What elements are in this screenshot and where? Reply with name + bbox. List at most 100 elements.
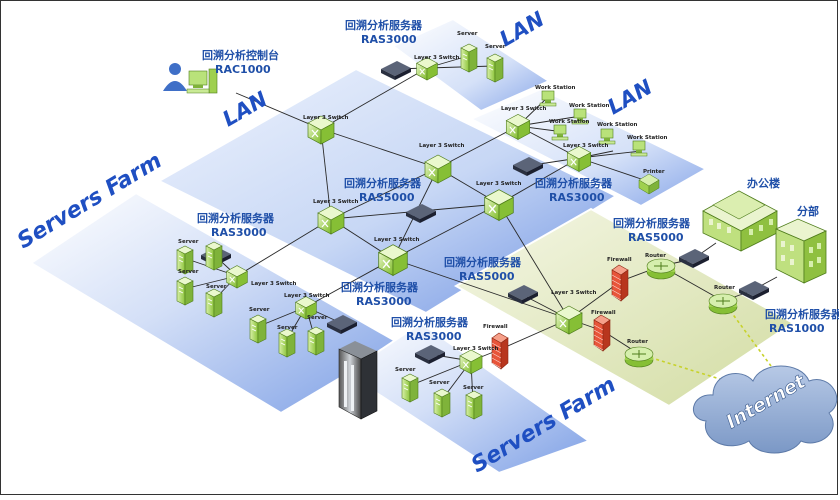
- device-label: Work Station: [549, 119, 590, 125]
- firewalls: [491, 264, 629, 370]
- routers: [624, 258, 738, 368]
- device-label: Layer 3 Switch: [414, 55, 460, 61]
- device-label: Layer 3 Switch: [284, 293, 330, 299]
- device-label: Server: [457, 31, 478, 37]
- ras-appliance-edge: [508, 285, 538, 304]
- device-label: Firewall: [483, 324, 508, 330]
- device-label: Server: [485, 44, 506, 50]
- server-icon: [486, 53, 504, 83]
- server-icon: [307, 326, 325, 356]
- device-label: Layer 3 Switch: [551, 290, 597, 296]
- device-label: Layer 3 Switch: [303, 115, 349, 121]
- device-labels: Layer 3 Switch Server Server Layer 3 Swi…: [178, 31, 735, 391]
- ras-appliance-office: [679, 249, 709, 268]
- device-label: Layer 3 Switch: [563, 143, 609, 149]
- ras-top-model-label: RAS3000: [361, 33, 417, 46]
- branch-building-icon: [775, 218, 827, 284]
- device-label: Server: [206, 284, 227, 290]
- device-label: Layer 3 Switch: [501, 106, 547, 112]
- router-icon: [708, 293, 738, 315]
- ras-appliance-top: [381, 61, 411, 80]
- layer3-switch-icon: [295, 296, 317, 320]
- server-icon: [460, 43, 478, 73]
- workstation-5: [630, 140, 648, 157]
- firewall-icon: [593, 314, 611, 352]
- server-icon: [278, 328, 296, 358]
- device-label: Server: [178, 269, 199, 275]
- layer3-switch-icon: [226, 265, 248, 289]
- ras-bottom-model-label: RAS3000: [406, 330, 462, 343]
- server-icon: [205, 241, 223, 271]
- device-label: Layer 3 Switch: [476, 181, 522, 187]
- ras-edge-model-label: RAS5000: [628, 231, 684, 244]
- device-label: Router: [714, 285, 735, 291]
- layer3-switch-icon: [377, 244, 409, 277]
- ras-appliances: [201, 61, 769, 364]
- router-icon: [624, 346, 654, 368]
- server-labels: 回溯分析控制台 RAC1000 回溯分析服务器 RAS3000 回溯分析服务器 …: [197, 18, 840, 343]
- server-icon: [401, 373, 419, 403]
- firewall-icon: [491, 332, 509, 370]
- device-label: Layer 3 Switch: [251, 281, 297, 287]
- device-label: Server: [395, 367, 416, 373]
- layer3-switch-icon: [416, 57, 438, 81]
- device-label: Layer 3 Switch: [374, 237, 420, 243]
- ras-center-model-label: RAS5000: [359, 191, 415, 204]
- device-label: Work Station: [597, 122, 638, 128]
- ras-appliance-center: [406, 204, 436, 223]
- rac-console: [163, 63, 218, 94]
- layer3-switch-icon: [424, 154, 452, 184]
- zone-dmz: [453, 207, 795, 408]
- device-label: Work Station: [535, 85, 576, 91]
- internet-cloud-icon: Internet: [692, 365, 838, 454]
- ras-left-model-label: RAS3000: [211, 226, 267, 239]
- device-label: Work Station: [627, 135, 668, 141]
- rac-name-label: 回溯分析控制台: [202, 48, 279, 62]
- layer3-switch-icon: [307, 115, 335, 145]
- device-label: Server: [307, 315, 328, 321]
- device-label: Server: [277, 325, 298, 331]
- layer3-switch-icon: [317, 205, 345, 235]
- ras-branch-model-label: RAS1000: [769, 322, 825, 335]
- ras-left-name-label: 回溯分析服务器: [197, 211, 275, 225]
- ras-right-model-label: RAS3000: [549, 191, 605, 204]
- console-computer-icon: [186, 68, 218, 94]
- layer3-switch-icon: [566, 145, 592, 173]
- layer3-switch-icon: [555, 305, 583, 335]
- layer3-switch-icon: [459, 349, 483, 375]
- workstation-1: [539, 90, 557, 107]
- server-icon: [433, 388, 451, 418]
- office-building-icon: [702, 190, 778, 252]
- servers: [176, 43, 504, 420]
- ras-appliance-branch: [739, 281, 769, 300]
- ras-appliance-lowmid: [327, 315, 357, 334]
- ras-appliance-bottom: [415, 345, 445, 364]
- ras-center-name-label: 回溯分析服务器: [344, 176, 422, 190]
- device-label: Server: [249, 307, 270, 313]
- workstation-2: [571, 108, 589, 125]
- device-label: Server: [178, 239, 199, 245]
- device-label: Router: [645, 253, 666, 259]
- device-label: Printer: [643, 169, 665, 175]
- printer: [638, 173, 660, 195]
- ras-right-name-label: 回溯分析服务器: [535, 176, 613, 190]
- zone-label-lan-right: LAN: [604, 75, 657, 120]
- device-label: Layer 3 Switch: [453, 346, 499, 352]
- device-label: Firewall: [591, 310, 616, 316]
- ras-mid-model-label: RAS5000: [459, 270, 515, 283]
- server-icon: [176, 245, 194, 275]
- device-label: Server: [463, 385, 484, 391]
- layer3-switch-icon: [483, 189, 515, 222]
- server-icon: [205, 288, 223, 318]
- ras-branch-name-label: 回溯分析服务器: [765, 307, 839, 321]
- device-label: Firewall: [607, 257, 632, 263]
- device-label: Work Station: [569, 103, 610, 109]
- server-icon: [176, 276, 194, 306]
- workstations: [539, 90, 660, 195]
- ras-edge-name-label: 回溯分析服务器: [613, 216, 691, 230]
- server-icon: [465, 390, 483, 420]
- branch-building-label: 分部: [797, 204, 819, 218]
- ras-top-name-label: 回溯分析服务器: [345, 18, 423, 32]
